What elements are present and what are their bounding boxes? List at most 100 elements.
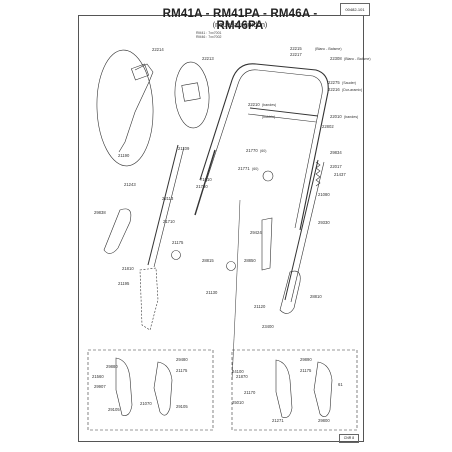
part-label: 21780 xyxy=(196,184,208,189)
part-label: 21771 xyxy=(238,166,250,171)
drawing-code-box: 00482-101 xyxy=(340,3,370,16)
part-label: 29424 xyxy=(250,230,262,235)
part-label: 22010 xyxy=(330,114,342,119)
part-label: 22210 xyxy=(248,102,260,107)
part-label: (Sauder) xyxy=(342,81,356,85)
lower-handle-right xyxy=(284,159,319,301)
right-detail-inset xyxy=(231,349,358,431)
part-label: 29330 xyxy=(318,220,330,225)
inset-lever-a xyxy=(115,357,133,416)
part-label: 21130 xyxy=(206,290,218,295)
part-label: 29105 xyxy=(108,407,120,412)
part-label: 21710 xyxy=(163,219,175,224)
inset-lever-c xyxy=(275,359,293,418)
part-label: 21437 xyxy=(334,172,346,177)
part-label: 25010 xyxy=(232,400,244,405)
drawing-code: 00482-101 xyxy=(345,7,365,12)
part-label: 29838 xyxy=(94,210,106,215)
part-label: 23400 xyxy=(262,324,274,329)
part-label: 28815 xyxy=(202,258,214,263)
part-label: (60) xyxy=(260,149,266,153)
knob-middle xyxy=(171,250,181,260)
part-label: 21243 xyxy=(124,182,136,187)
clip-part xyxy=(181,82,201,102)
lower-handle-left-2 xyxy=(153,146,185,268)
handle-crossbar-2 xyxy=(247,113,317,123)
part-label: (bandes) xyxy=(262,103,276,107)
part-label: 22215 xyxy=(290,46,302,51)
upper-handle xyxy=(199,63,329,231)
part-label: 22017 xyxy=(330,164,342,169)
part-label: 21070 xyxy=(140,401,152,406)
part-label: 29880 xyxy=(106,364,118,369)
cable-lever-part xyxy=(118,63,154,153)
serial-ref: RM46 : 7xx7002 xyxy=(196,35,222,39)
part-label: 21190 xyxy=(118,153,130,158)
part-label: 24100 xyxy=(232,369,244,374)
left-detail-inset xyxy=(87,349,214,431)
upper-handle-inner xyxy=(205,69,323,229)
part-label: 29907 xyxy=(94,384,106,389)
inset-lever-b xyxy=(153,361,173,416)
part-label: (Blanc - Balsme) xyxy=(315,47,342,51)
part-label: 28810 xyxy=(310,294,322,299)
part-label: 29480 xyxy=(176,357,188,362)
clip-inset-outline xyxy=(174,61,210,129)
inset-lever-d xyxy=(313,361,333,418)
diagram-subtitle: (nouveau guidon) xyxy=(212,22,268,29)
part-label: 29890 xyxy=(300,357,312,362)
part-label: 21120 xyxy=(254,304,266,309)
part-label: (bobbin) xyxy=(262,115,275,119)
lower-handle-right-2 xyxy=(290,161,325,303)
part-label: 21170 xyxy=(244,390,256,395)
diagram-frame xyxy=(78,15,364,442)
part-label: 61 xyxy=(338,382,343,387)
serial-ref: RM41 : 7xx7001 xyxy=(196,31,222,35)
part-label: 21175 xyxy=(172,240,184,245)
part-label: 22275 xyxy=(328,80,340,85)
part-label: 22308 xyxy=(330,56,342,61)
lower-bracket xyxy=(139,267,159,331)
part-label: 21810 xyxy=(122,266,134,271)
part-label: 71010 xyxy=(200,177,212,182)
knob-lower xyxy=(226,261,236,271)
part-label: 21770 xyxy=(246,148,258,153)
right-bracket xyxy=(261,217,273,271)
knob-upper xyxy=(262,170,274,182)
part-label: (bandes) xyxy=(344,115,358,119)
part-label: 22802 xyxy=(322,124,334,129)
left-side-cover xyxy=(103,208,132,254)
diagram-title: RM41A - RM41PA - RM46A - RM46PA xyxy=(162,8,318,32)
part-label: (60) xyxy=(252,167,258,171)
part-label: 29105 xyxy=(176,404,188,409)
lower-handle-left xyxy=(147,144,179,266)
control-box-part xyxy=(130,63,150,81)
part-label: 21080 xyxy=(318,192,330,197)
right-spring xyxy=(315,161,321,187)
part-label: 29834 xyxy=(330,150,342,155)
part-label: 21175 xyxy=(176,368,188,373)
part-label: 21271 xyxy=(272,418,284,423)
part-label: 21560 xyxy=(92,374,104,379)
part-label: 22216 xyxy=(328,87,340,92)
handle-crossbar xyxy=(249,107,319,117)
part-label: 21195 xyxy=(118,281,130,286)
part-label: 21109 xyxy=(178,146,190,151)
cable-rod xyxy=(194,149,216,216)
part-label: 22213 xyxy=(202,56,214,61)
right-side-cover xyxy=(279,270,301,314)
cable-inset-outline xyxy=(96,49,154,167)
part-label: 22214 xyxy=(152,47,164,52)
part-label: 21175 xyxy=(300,368,312,373)
part-label: 28850 xyxy=(244,258,256,263)
part-label: 21870 xyxy=(236,374,248,379)
page-number: CNR 8 xyxy=(339,434,359,443)
part-label: (Dur-aramix) xyxy=(342,88,362,92)
part-label: (Blanc - Balsme) xyxy=(344,57,371,61)
part-label: 22217 xyxy=(290,52,302,57)
part-label: 22113 xyxy=(162,196,174,201)
part-label: 29800 xyxy=(318,418,330,423)
serial-refs: RM41 : 7xx7001 RM46 : 7xx7002 xyxy=(196,31,222,39)
